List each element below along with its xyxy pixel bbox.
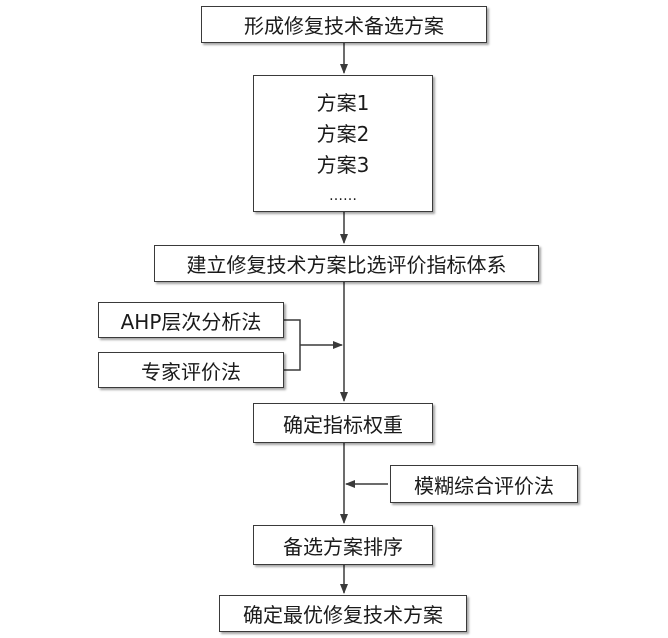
ahp-box: AHP层次分析法 bbox=[98, 302, 284, 338]
option-2: 方案2 bbox=[316, 122, 370, 146]
expert-box: 专家评价法 bbox=[98, 352, 284, 388]
options-list-box: 方案1 方案2 方案3 …… bbox=[253, 75, 433, 212]
form-options-box: 形成修复技术备选方案 bbox=[201, 6, 487, 43]
option-3: 方案3 bbox=[316, 153, 370, 177]
fuzzy-box: 模糊综合评价法 bbox=[390, 465, 578, 503]
expert-label: 专家评价法 bbox=[141, 359, 241, 384]
ranking-box: 备选方案排序 bbox=[253, 525, 433, 565]
final-box: 确定最优修复技术方案 bbox=[219, 595, 467, 632]
build-index-label: 建立修复技术方案比选评价指标体系 bbox=[186, 253, 507, 277]
final-label: 确定最优修复技术方案 bbox=[243, 603, 443, 627]
ranking-label: 备选方案排序 bbox=[283, 534, 403, 559]
fuzzy-label: 模糊综合评价法 bbox=[414, 473, 554, 498]
option-ellipsis: …… bbox=[329, 188, 357, 204]
form-options-label: 形成修复技术备选方案 bbox=[244, 14, 444, 38]
build-index-box: 建立修复技术方案比选评价指标体系 bbox=[154, 245, 539, 282]
option-1: 方案1 bbox=[316, 91, 370, 115]
bracket-ahp-expert bbox=[284, 319, 301, 371]
weights-label: 确定指标权重 bbox=[283, 412, 403, 437]
weights-box: 确定指标权重 bbox=[253, 403, 433, 443]
ahp-label: AHP层次分析法 bbox=[120, 309, 262, 334]
